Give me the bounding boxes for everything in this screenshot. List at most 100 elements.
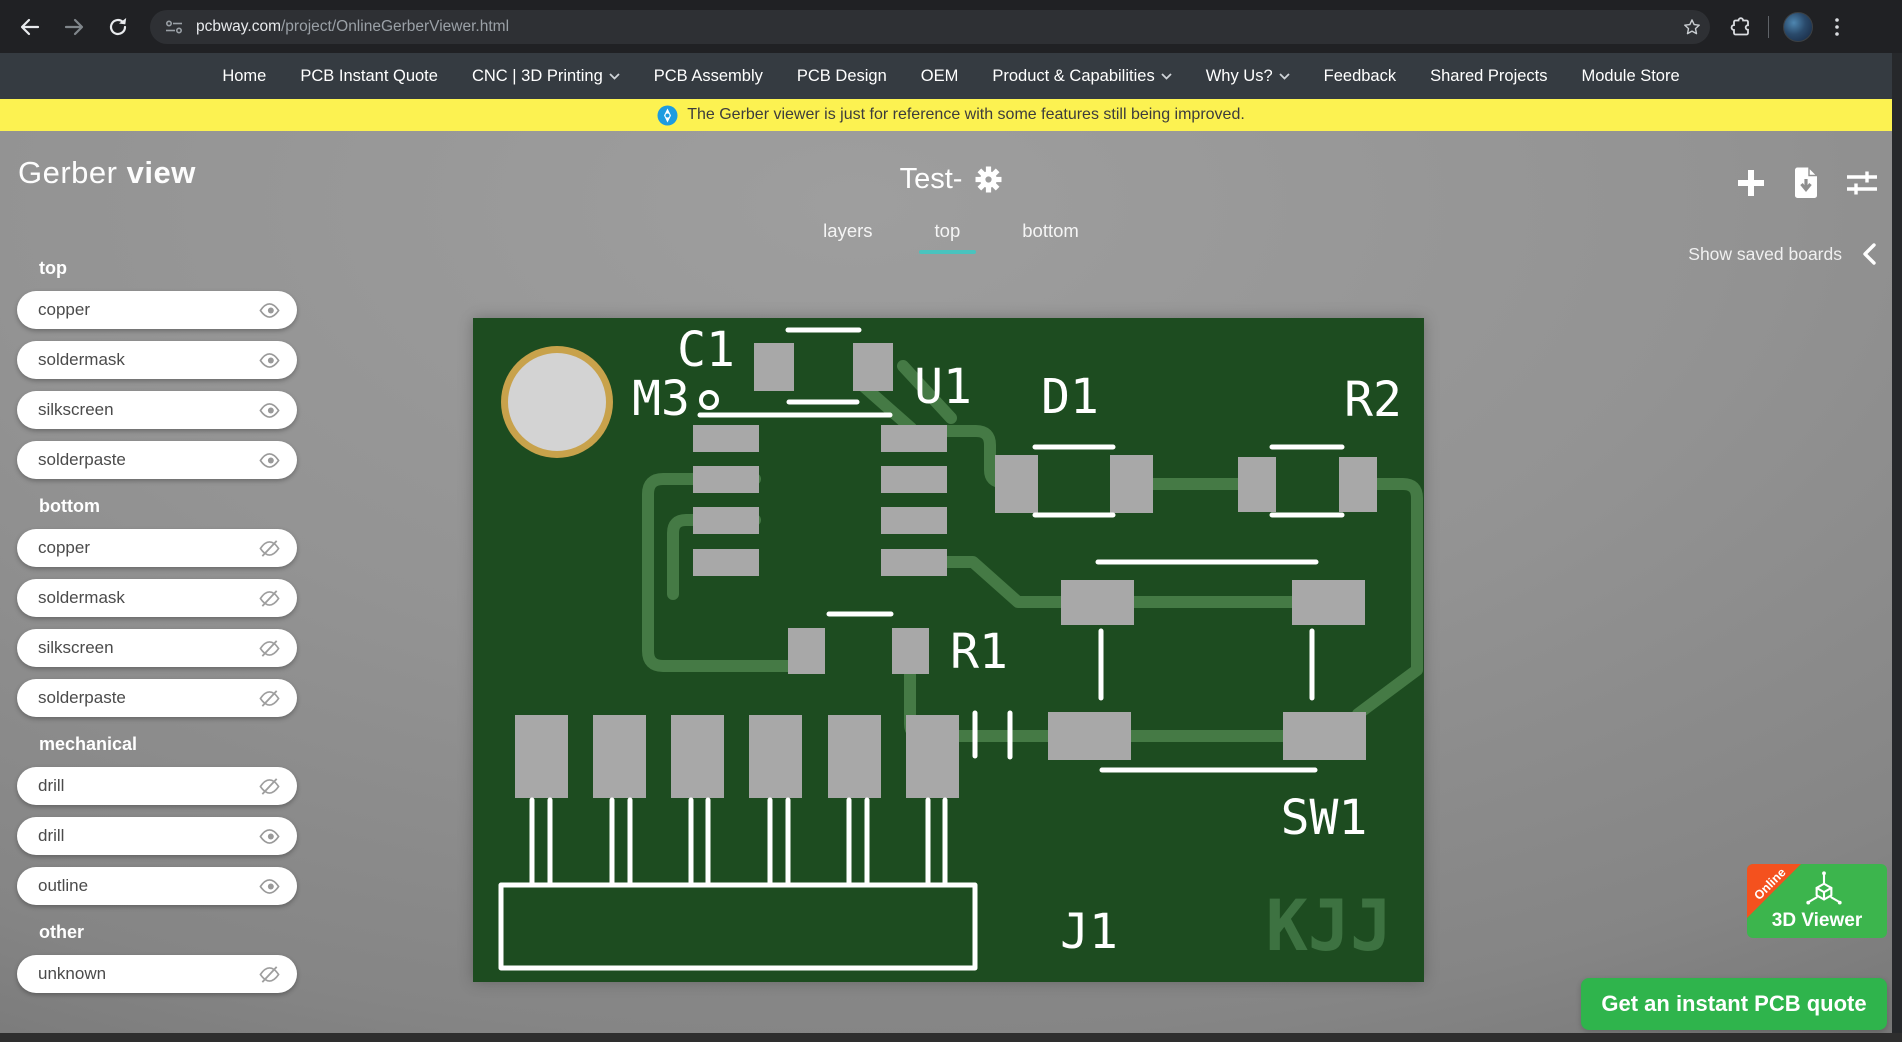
- pcb-board-canvas[interactable]: C1 M3 U1 D1 R2 R1 SW1 J1 KJJ: [473, 318, 1424, 982]
- layer-row-mechanical-outline[interactable]: outline: [17, 867, 297, 905]
- tab-layers[interactable]: layers: [807, 216, 888, 254]
- eye-icon[interactable]: [258, 875, 281, 898]
- layer-group-title-top: top: [39, 258, 67, 278]
- chevron-left-icon[interactable]: [1862, 243, 1876, 265]
- eye-icon[interactable]: [258, 299, 281, 322]
- nav-label: Home: [222, 66, 267, 85]
- nav-item-home[interactable]: Home: [222, 67, 266, 86]
- silkscreen-label-m3: M3: [632, 371, 690, 427]
- eye-icon[interactable]: [258, 449, 281, 472]
- instant-pcb-quote-button[interactable]: Get an instant PCB quote: [1581, 978, 1887, 1030]
- layer-label: silkscreen: [38, 400, 114, 419]
- show-saved-boards[interactable]: Show saved boards: [1688, 243, 1876, 265]
- eye-icon[interactable]: [258, 349, 281, 372]
- reload-icon: [109, 17, 127, 35]
- layer-row-mechanical-drill-1[interactable]: drill: [17, 767, 297, 805]
- layer-row-top-solderpaste[interactable]: solderpaste: [17, 441, 297, 479]
- page-title-bold: view: [126, 155, 196, 190]
- nav-item-module-store[interactable]: Module Store: [1582, 67, 1680, 86]
- layer-label: solderpaste: [38, 450, 126, 469]
- page-title: Gerber view: [18, 155, 196, 191]
- view-tabs: layers top bottom: [0, 216, 1902, 254]
- nav-label: PCB Design: [796, 66, 887, 85]
- silkscreen-label-j1: J1: [1060, 904, 1118, 960]
- layer-row-top-copper[interactable]: copper: [17, 291, 297, 329]
- eye-off-icon[interactable]: [258, 687, 281, 710]
- nav-item-shared-projects[interactable]: Shared Projects: [1430, 67, 1547, 86]
- notice-banner: The Gerber viewer is just for reference …: [0, 99, 1902, 131]
- browser-menu-kebab-icon[interactable]: [1827, 16, 1847, 38]
- nav-item-oem[interactable]: OEM: [921, 67, 959, 86]
- nav-label: PCB Assembly: [653, 66, 763, 85]
- layer-label: drill: [38, 826, 65, 845]
- nav-item-why-us[interactable]: Why Us?: [1206, 67, 1290, 86]
- profile-avatar[interactable]: [1783, 11, 1813, 42]
- gerber-viewer-main: Gerber view Test- layers top bottom: [0, 131, 1902, 1042]
- nav-item-feedback[interactable]: Feedback: [1324, 67, 1396, 86]
- tab-bottom[interactable]: bottom: [1006, 216, 1095, 254]
- nav-item-product-capabilities[interactable]: Product & Capabilities: [992, 66, 1172, 86]
- silkscreen-label-sw1: SW1: [1281, 790, 1368, 846]
- viewer-toolbar: [1736, 167, 1878, 199]
- layer-group-title-mechanical: mechanical: [39, 734, 138, 754]
- browser-actions: [1722, 11, 1855, 42]
- layer-label: drill: [38, 776, 65, 795]
- silkscreen-lines: [498, 327, 1345, 971]
- browser-forward-button[interactable]: [54, 7, 94, 47]
- silkscreen-label-d1: D1: [1041, 369, 1099, 425]
- copper-pads: [515, 343, 1377, 798]
- layer-row-top-soldermask[interactable]: soldermask: [17, 341, 297, 379]
- eye-off-icon[interactable]: [258, 637, 281, 660]
- add-board-plus-icon[interactable]: [1736, 168, 1766, 198]
- copper-text-kjj: KJJ: [1266, 885, 1392, 967]
- nav-label: OEM: [920, 66, 959, 85]
- eye-off-icon[interactable]: [258, 963, 281, 986]
- eye-icon[interactable]: [258, 825, 281, 848]
- gear-icon[interactable]: [975, 166, 1002, 193]
- nav-label: Why Us?: [1205, 66, 1273, 85]
- banner-text: The Gerber viewer is just for reference …: [687, 106, 1245, 123]
- tab-top[interactable]: top: [918, 216, 977, 254]
- browser-back-button[interactable]: [10, 7, 50, 47]
- layer-label: solderpaste: [38, 688, 126, 707]
- nav-label: CNC | 3D Printing: [471, 66, 603, 85]
- nav-label: PCB Instant Quote: [300, 66, 438, 85]
- download-file-icon[interactable]: [1792, 167, 1820, 199]
- silkscreen-label-u1: U1: [914, 359, 972, 415]
- bookmark-star-icon[interactable]: [1682, 17, 1702, 37]
- silkscreen-labels: C1 M3 U1 D1 R2 R1 SW1 J1: [632, 322, 1402, 960]
- layer-row-bottom-copper[interactable]: copper: [17, 529, 297, 567]
- nav-label: Product & Capabilities: [992, 66, 1155, 85]
- layer-group-title-bottom: bottom: [39, 496, 100, 516]
- tab-label: bottom: [1022, 220, 1079, 241]
- nav-item-pcb-instant-quote[interactable]: PCB Instant Quote: [300, 67, 438, 86]
- eye-icon[interactable]: [258, 399, 281, 422]
- url-bar[interactable]: pcbway.com/project/OnlineGerberViewer.ht…: [150, 9, 1710, 44]
- layer-row-bottom-solderpaste[interactable]: solderpaste: [17, 679, 297, 717]
- 3d-viewer-button[interactable]: Online 3D Viewer: [1747, 864, 1887, 938]
- url-text[interactable]: pcbway.com/project/OnlineGerberViewer.ht…: [196, 18, 1682, 36]
- nav-item-cnc-3d-printing[interactable]: CNC | 3D Printing: [472, 67, 620, 86]
- url-domain: pcbway.com: [196, 17, 281, 35]
- layer-label: unknown: [38, 964, 107, 983]
- nav-label: Feedback: [1323, 66, 1397, 85]
- eye-off-icon[interactable]: [258, 587, 281, 610]
- window-edge-right: [1892, 53, 1902, 1042]
- nav-item-pcb-assembly[interactable]: PCB Assembly: [654, 67, 763, 86]
- site-info-icon[interactable]: [164, 18, 184, 36]
- layer-row-bottom-soldermask[interactable]: soldermask: [17, 579, 297, 617]
- layer-row-other-unknown[interactable]: unknown: [17, 955, 297, 993]
- browser-reload-button[interactable]: [98, 7, 138, 47]
- extensions-puzzle-icon[interactable]: [1730, 15, 1754, 39]
- eye-off-icon[interactable]: [258, 775, 281, 798]
- 3d-cube-icon: [1806, 871, 1842, 905]
- display-settings-sliders-icon[interactable]: [1846, 169, 1878, 197]
- saved-boards-label: Show saved boards: [1688, 243, 1842, 264]
- layer-row-mechanical-drill-2[interactable]: drill: [17, 817, 297, 855]
- page-title-light: Gerber: [18, 155, 118, 190]
- nav-item-pcb-design[interactable]: PCB Design: [797, 67, 887, 86]
- layer-group-title-other: other: [39, 922, 84, 942]
- layer-row-top-silkscreen[interactable]: silkscreen: [17, 391, 297, 429]
- layer-row-bottom-silkscreen[interactable]: silkscreen: [17, 629, 297, 667]
- eye-off-icon[interactable]: [258, 537, 281, 560]
